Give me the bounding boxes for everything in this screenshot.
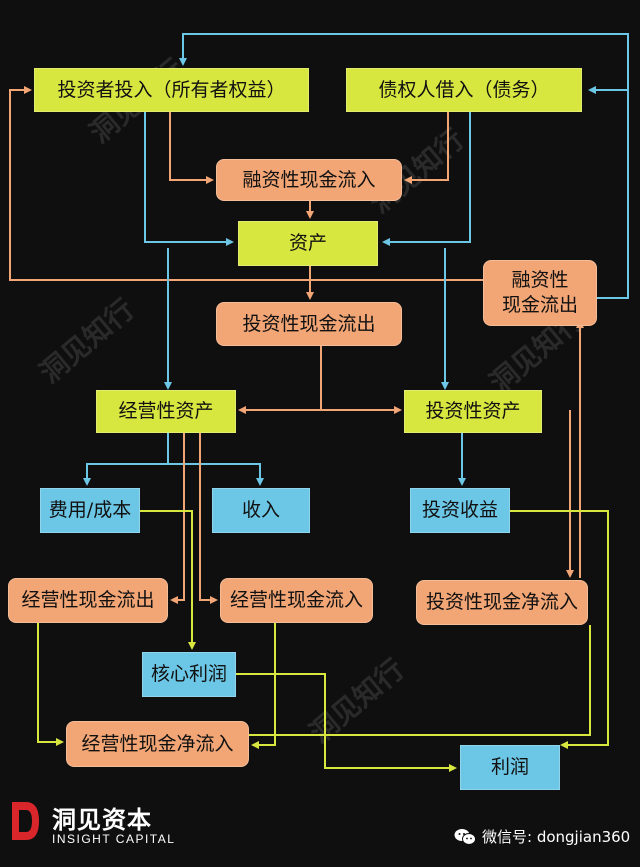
arrow-income-profit [510, 510, 609, 749]
arrow-operating-inflow [199, 433, 218, 604]
brand-name: 洞见资本 [52, 806, 152, 834]
arrow-investing-to-operating-net [248, 625, 591, 736]
wechat-text: 微信号: dongjian360 [482, 828, 631, 846]
brand-subtitle: INSIGHT CAPITAL [52, 832, 176, 846]
node-investing-net-inflow: 投资性现金净流入 [416, 580, 588, 625]
arrow-financing-right [597, 90, 629, 299]
node-revenue: 收入 [212, 488, 310, 533]
wechat-id: 微信号: dongjian360 [454, 826, 630, 847]
arrow-operating-split [83, 433, 169, 486]
node-investing-outflow: 投资性现金流出 [216, 302, 402, 346]
node-operating-net-inflow: 经营性现金净流入 [66, 721, 249, 767]
arrow-outflow-net [37, 623, 64, 746]
arrow-cost-core [140, 510, 196, 650]
wechat-icon [454, 828, 476, 845]
arrow-core-profit [236, 673, 457, 772]
node-operating-outflow: 经营性现金流出 [8, 578, 168, 623]
node-investment-income: 投资收益 [410, 488, 510, 533]
arrow-creditor-financing [404, 112, 449, 184]
node-operating-assets: 经营性资产 [96, 390, 236, 433]
arrow-investor-assets [144, 112, 234, 246]
node-financing-outflow: 融资性 现金流出 [483, 260, 597, 326]
arrow-inflow-net [251, 623, 276, 749]
brand-logo-icon [8, 798, 42, 844]
node-assets: 资产 [238, 221, 378, 266]
arrow-operating-outflow [170, 433, 185, 604]
arrow-operating-revenue [168, 463, 264, 486]
arrow-top-loop [179, 33, 629, 90]
arrow-left-loop [9, 86, 483, 281]
node-cost: 费用/成本 [40, 488, 140, 533]
node-operating-inflow: 经营性现金流入 [220, 578, 373, 623]
arrow-creditor-assets [382, 112, 471, 246]
arrow-investor-financing [169, 112, 214, 184]
node-investor-input: 投资者投入（所有者权益） [34, 68, 309, 112]
node-investing-assets: 投资性资产 [404, 390, 542, 433]
node-core-profit: 核心利润 [142, 652, 236, 697]
node-creditor-loan: 债权人借入（债务） [346, 68, 582, 112]
node-profit: 利润 [460, 745, 560, 790]
node-financing-inflow: 融资性现金流入 [216, 159, 402, 201]
